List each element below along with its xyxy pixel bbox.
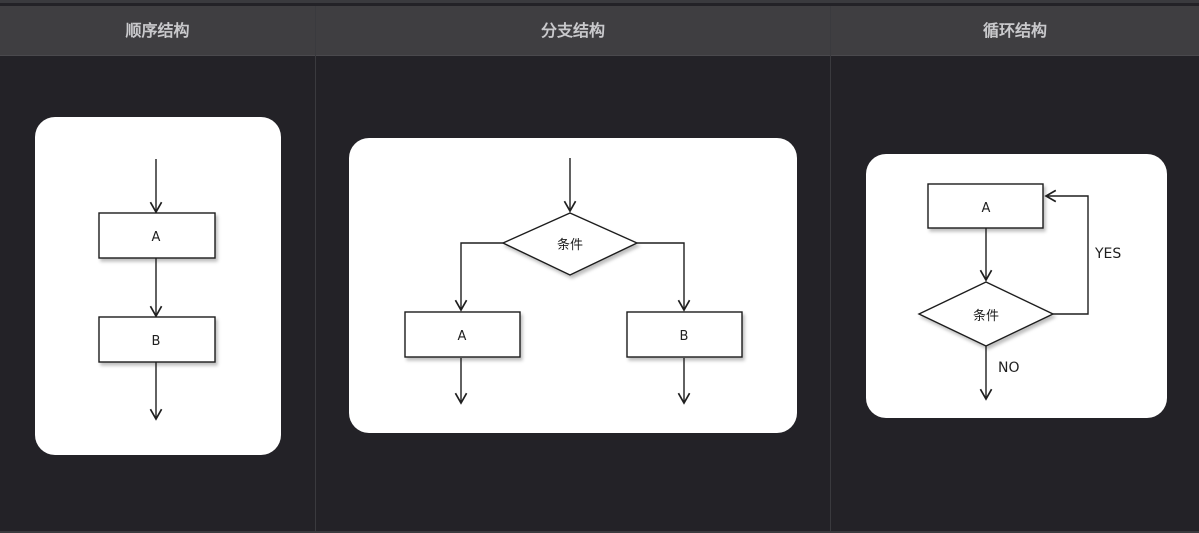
- box-a: [927, 183, 1044, 229]
- box-b-label: B: [152, 334, 161, 349]
- column-divider: [830, 6, 831, 531]
- table-header: 顺序结构 分支结构 循环结构: [0, 6, 1199, 56]
- box-a: [98, 212, 216, 259]
- arrow-loop-back: [1044, 189, 1089, 315]
- condition-label: 条件: [557, 237, 583, 253]
- sequence-diagram: A B: [98, 159, 216, 421]
- header-sequence: 顺序结构: [125, 21, 190, 40]
- arrow-left-branch: [454, 242, 503, 312]
- branch-diagram-card: 条件 A B: [349, 138, 797, 433]
- box-a-label: A: [458, 329, 467, 344]
- box-b: [98, 316, 216, 363]
- loop-diagram: A 条件 YES NO: [917, 183, 1121, 401]
- loop-diagram-card: A 条件 YES NO: [866, 154, 1167, 418]
- box-a-label: A: [152, 230, 161, 245]
- sequence-diagram-card: A B: [35, 117, 281, 455]
- box-b: [626, 311, 743, 358]
- condition-label: 条件: [973, 308, 999, 324]
- condition-diamond: [501, 212, 639, 276]
- header-branch: 分支结构: [540, 21, 605, 40]
- header-loop: 循环结构: [982, 21, 1047, 40]
- yes-label: YES: [1094, 246, 1121, 262]
- no-label: NO: [998, 360, 1020, 376]
- box-a-label: A: [982, 201, 991, 216]
- box-a: [404, 311, 521, 358]
- branch-diagram: 条件 A B: [404, 158, 743, 405]
- arrow-right-branch: [637, 242, 691, 312]
- box-b-label: B: [680, 329, 689, 344]
- column-divider: [315, 6, 316, 531]
